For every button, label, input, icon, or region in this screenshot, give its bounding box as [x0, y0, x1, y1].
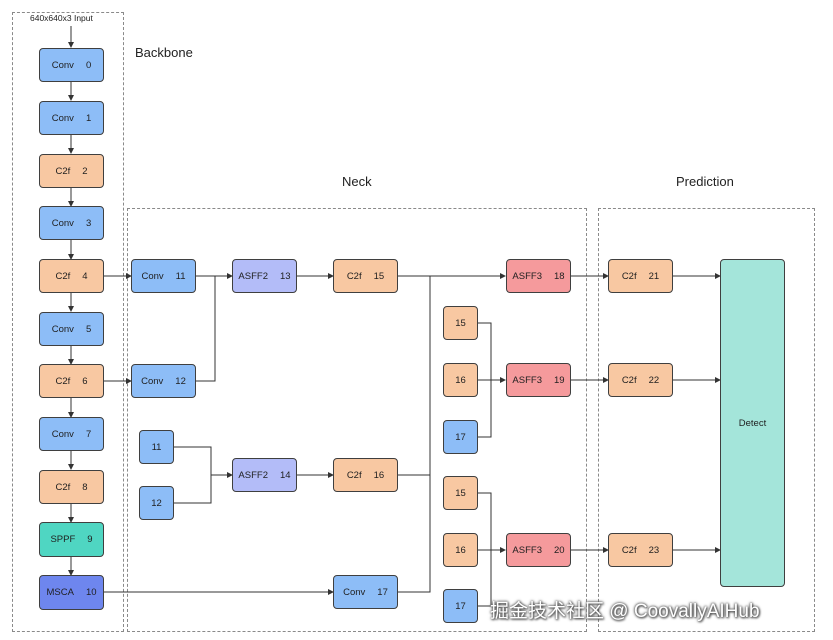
node-index: 17 — [377, 586, 388, 598]
node-type: ASFF3 — [512, 270, 542, 282]
node-type: ASFF2 — [238, 270, 268, 282]
node-type: Conv — [141, 270, 164, 282]
node-type: Conv — [51, 323, 74, 335]
node-c2f-16: C2f 16 — [333, 458, 398, 492]
node-type: Conv — [51, 428, 74, 440]
node-type: C2f — [346, 270, 362, 282]
node-type: Conv — [343, 586, 366, 598]
node-ref-15-b: 15 — [443, 476, 478, 510]
node-ref-16-a: 16 — [443, 363, 478, 397]
node-index: 17 — [455, 431, 466, 443]
node-index: 2 — [82, 165, 88, 177]
node-type: C2f — [55, 375, 71, 387]
node-ref-17-a: 17 — [443, 420, 478, 454]
node-ref-12: 12 — [139, 486, 174, 520]
node-conv-12: Conv 12 — [131, 364, 196, 398]
node-c2f-15: C2f 15 — [333, 259, 398, 293]
neck-region — [127, 208, 587, 632]
node-type: Conv — [141, 375, 164, 387]
node-index: 16 — [373, 469, 385, 481]
node-index: 16 — [455, 374, 466, 386]
node-c2f-6: C2f 6 — [39, 364, 104, 398]
node-ref-11: 11 — [139, 430, 174, 464]
node-type: Detect — [738, 417, 767, 429]
node-asff3-20: ASFF3 20 — [506, 533, 571, 567]
node-asff3-19: ASFF3 19 — [506, 363, 571, 397]
node-type: C2f — [55, 165, 71, 177]
prediction-region — [598, 208, 815, 632]
node-c2f-2: C2f 2 — [39, 154, 104, 188]
node-msca-10: MSCA 10 — [39, 575, 104, 610]
watermark: 掘金技术社区 @ CoovallyAIHub — [490, 601, 760, 622]
node-ref-17-b: 17 — [443, 589, 478, 623]
backbone-region — [12, 12, 124, 632]
node-type: ASFF2 — [238, 469, 268, 481]
node-index: 5 — [85, 323, 92, 335]
node-index: 18 — [553, 270, 565, 282]
node-index: 22 — [648, 374, 660, 386]
node-type: SPPF — [50, 534, 76, 545]
node-type: C2f — [621, 544, 637, 556]
node-index: 7 — [85, 428, 92, 440]
input-label: 640x640x3 Input — [30, 13, 93, 23]
node-index: 17 — [455, 600, 466, 612]
node-index: 9 — [87, 534, 93, 545]
node-index: 12 — [151, 497, 162, 509]
node-index: 11 — [175, 270, 186, 282]
node-index: 19 — [553, 374, 565, 386]
node-conv-0: Conv 0 — [39, 48, 104, 82]
node-index: 4 — [82, 270, 88, 282]
node-index: 0 — [85, 59, 92, 71]
node-type: C2f — [346, 469, 362, 481]
node-type: C2f — [621, 270, 637, 282]
node-type: C2f — [621, 374, 637, 386]
node-conv-3: Conv 3 — [39, 206, 104, 240]
node-asff2-13: ASFF2 13 — [232, 259, 297, 293]
node-index: 23 — [648, 544, 660, 556]
node-type: Conv — [51, 59, 74, 71]
node-index: 14 — [279, 469, 291, 481]
node-index: 8 — [82, 481, 88, 493]
node-ref-15-a: 15 — [443, 306, 478, 340]
node-type: Conv — [51, 112, 74, 124]
node-index: 11 — [151, 441, 162, 453]
node-c2f-22: C2f 22 — [608, 363, 673, 397]
node-index: 21 — [648, 270, 660, 282]
node-conv-1: Conv 1 — [39, 101, 104, 135]
node-type: MSCA — [46, 587, 74, 598]
node-conv-11: Conv 11 — [131, 259, 196, 293]
node-asff3-18: ASFF3 18 — [506, 259, 571, 293]
neck-title: Neck — [342, 174, 372, 189]
node-ref-16-b: 16 — [443, 533, 478, 567]
node-conv-17: Conv 17 — [333, 575, 398, 609]
prediction-title: Prediction — [676, 174, 734, 189]
node-index: 20 — [553, 544, 565, 556]
node-index: 15 — [455, 487, 466, 499]
node-index: 15 — [455, 317, 466, 329]
node-index: 10 — [85, 587, 97, 598]
node-sppf-9: SPPF 9 — [39, 522, 104, 557]
node-type: C2f — [55, 270, 71, 282]
node-conv-7: Conv 7 — [39, 417, 104, 451]
backbone-title: Backbone — [135, 45, 193, 60]
node-c2f-21: C2f 21 — [608, 259, 673, 293]
node-index: 12 — [175, 375, 186, 387]
node-index: 3 — [85, 217, 92, 229]
node-asff2-14: ASFF2 14 — [232, 458, 297, 492]
node-index: 16 — [455, 544, 466, 556]
node-index: 15 — [373, 270, 385, 282]
node-type: Conv — [51, 217, 74, 229]
node-c2f-23: C2f 23 — [608, 533, 673, 567]
node-type: ASFF3 — [512, 374, 542, 386]
node-c2f-4: C2f 4 — [39, 259, 104, 293]
node-type: C2f — [55, 481, 71, 493]
node-index: 13 — [279, 270, 291, 282]
node-detect: Detect — [720, 259, 785, 587]
node-type: ASFF3 — [512, 544, 542, 556]
node-conv-5: Conv 5 — [39, 312, 104, 346]
node-index: 1 — [85, 112, 92, 124]
node-index: 6 — [82, 375, 88, 387]
node-c2f-8: C2f 8 — [39, 470, 104, 504]
